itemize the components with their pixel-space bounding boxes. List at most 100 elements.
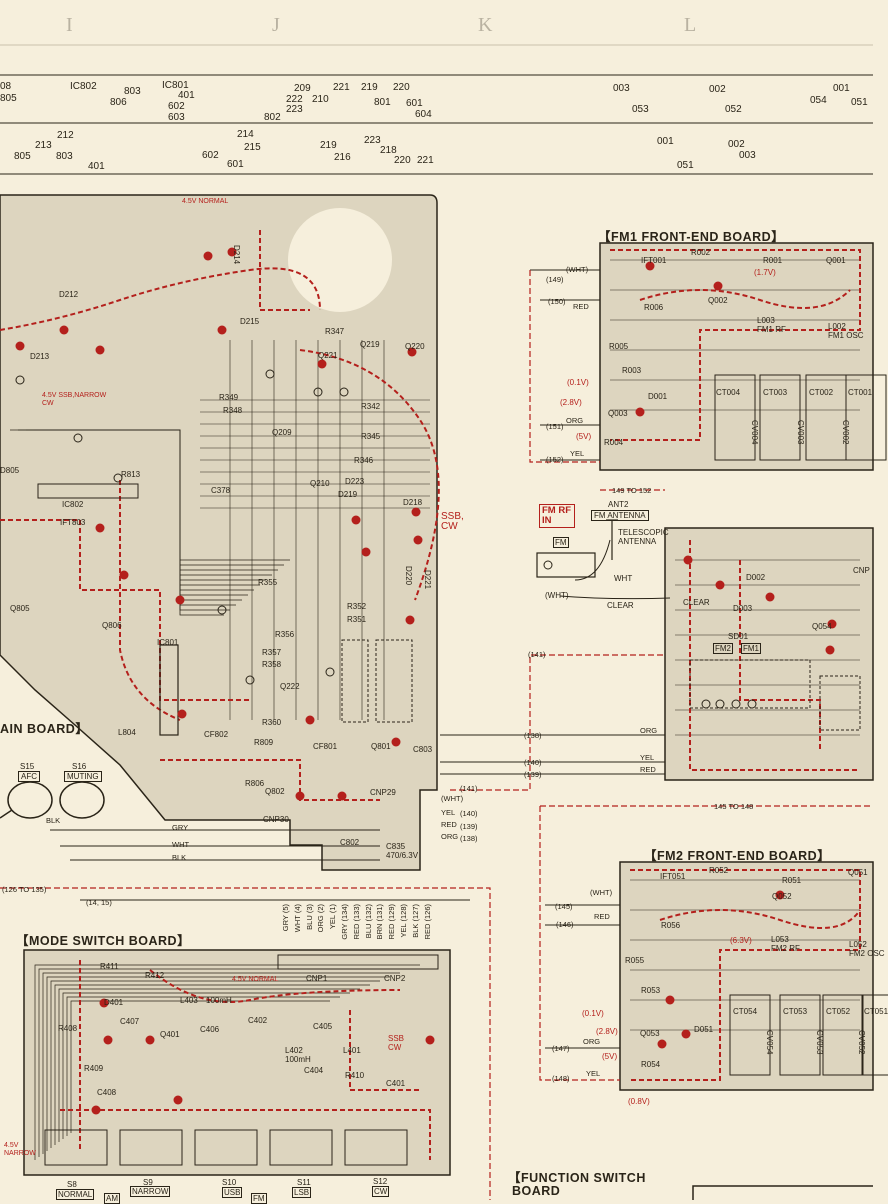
cap-value: 470/6.3V — [386, 851, 419, 860]
trimmer-block — [822, 994, 864, 1076]
solder-pad — [405, 615, 415, 625]
d212-label: D212 — [59, 290, 79, 299]
solder-pad — [635, 407, 645, 417]
wire-clear-label: CLEAR — [607, 601, 634, 610]
ref-label: 003 — [739, 150, 756, 161]
ref-label: IC802 — [70, 81, 97, 92]
via-hole — [217, 605, 227, 615]
solder-pad — [645, 261, 655, 271]
voltage-label: (0.1V) — [582, 1009, 604, 1018]
via-hole — [325, 667, 335, 677]
red-trace — [0, 519, 250, 701]
wire-range: 145 TO 148 — [714, 802, 754, 811]
varicap-label: CV054 — [765, 1030, 774, 1055]
fm-rf-in-label: FM RF IN — [539, 504, 575, 528]
fm2-rf-label: FM2 RF — [771, 944, 800, 953]
red-trace — [610, 249, 861, 441]
wire-red-label: RED — [441, 820, 457, 829]
ref-label: 213 — [35, 140, 52, 151]
q051-label: Q051 — [848, 868, 868, 877]
solder-pad — [391, 737, 401, 747]
q002-label: Q002 — [708, 296, 728, 305]
s11-label: S11 — [297, 1178, 311, 1187]
column-marker-j: J — [272, 14, 280, 36]
main-ssb-narrow-note: 4.5V SSB,NARROW CW — [42, 392, 107, 407]
solder-pad — [227, 247, 237, 257]
l002-label: L002 — [828, 322, 846, 331]
d214-label: D214 — [232, 245, 241, 265]
wire-yel-label: YEL — [570, 449, 585, 458]
cable-connector — [277, 954, 439, 970]
wire-wht-paren: (WHT) — [590, 888, 613, 897]
resistor-label: R006 — [644, 303, 664, 312]
resistor-label: R054 — [641, 1060, 661, 1069]
function-switch-board-outline — [664, 527, 874, 781]
cnp2-label: CNP2 — [384, 974, 406, 983]
ref-label: 805 — [0, 93, 17, 104]
antenna-jack-pin — [543, 560, 553, 570]
cnp-label: CNP — [853, 566, 870, 575]
solder-pad — [681, 1029, 691, 1039]
solder-pad — [425, 1035, 435, 1045]
mode-cable-label: RED (126) — [422, 904, 432, 940]
red-trace — [149, 969, 401, 1003]
ref-label: 054 — [810, 95, 827, 106]
d003-label: D003 — [733, 604, 753, 613]
cw-label: CW — [372, 1186, 390, 1197]
wire-yel-label: YEL — [586, 1069, 601, 1078]
wire-red-label: RED — [573, 302, 589, 311]
ref-label: 803 — [124, 86, 141, 97]
resistor-label: R360 — [262, 718, 282, 727]
fm-jack-label: FM — [553, 537, 569, 548]
red-trace — [299, 349, 440, 601]
wire-number: (14, 15) — [86, 898, 112, 907]
fm2-switch-label: FM2 — [713, 643, 733, 654]
mode-cable-label: RED (129) — [387, 904, 397, 940]
mode-cable-label: WHT (4) — [292, 904, 302, 933]
am-label: AM — [104, 1193, 120, 1204]
ref-label: 223 — [286, 104, 303, 115]
function-switch-board-edge — [692, 1185, 873, 1200]
slide-switch — [194, 1129, 258, 1166]
ref-label: 220 — [394, 155, 411, 166]
q053-label: Q053 — [640, 1029, 660, 1038]
q221-label: Q221 — [318, 351, 338, 360]
mode-cable-label: BLK (127) — [410, 904, 420, 938]
cf801-label: CF801 — [313, 742, 338, 751]
cnp29-label: CNP29 — [370, 788, 396, 797]
resistor-label: R056 — [661, 921, 681, 930]
trimmer-block — [845, 374, 887, 461]
q220-label: Q220 — [405, 342, 425, 351]
cap-label: C401 — [386, 1079, 406, 1088]
mounting-hole-cutout — [288, 208, 392, 312]
ref-label: 603 — [168, 112, 185, 123]
wire-wht-paren: (WHT) — [566, 265, 589, 274]
main-board-title: AIN BOARD】 — [0, 722, 89, 736]
resistor-label: R813 — [121, 470, 141, 479]
q806-label: Q806 — [102, 621, 122, 630]
column-marker-i: I — [66, 14, 73, 36]
ref-label: 602 — [202, 150, 219, 161]
solder-pad — [713, 281, 723, 291]
resistor-label: R355 — [258, 578, 278, 587]
solder-pad — [683, 555, 693, 565]
ift803-label: IFT803 — [60, 518, 86, 527]
inductor-label: L804 — [118, 728, 136, 737]
inductor-value: 100mH — [285, 1055, 311, 1064]
cap-label: C378 — [211, 486, 231, 495]
fm1-rf-label: FM1 RF — [757, 325, 786, 334]
trimmer-label: CT054 — [733, 1007, 758, 1016]
resistor-label: R412 — [145, 971, 165, 980]
d805-label: D805 — [0, 466, 20, 475]
ift001-label: IFT001 — [641, 256, 667, 265]
solder-pad — [59, 325, 69, 335]
voltage-label: (6.3V) — [730, 936, 752, 945]
resistor-label: R348 — [223, 406, 243, 415]
wire-number: (138) — [460, 834, 478, 843]
q222-label: Q222 — [280, 682, 300, 691]
solder-pad — [203, 251, 213, 261]
via-hole — [339, 387, 349, 397]
d221-label: D221 — [423, 570, 432, 590]
main-board-outline — [0, 194, 438, 871]
ref-label: 801 — [374, 97, 391, 108]
